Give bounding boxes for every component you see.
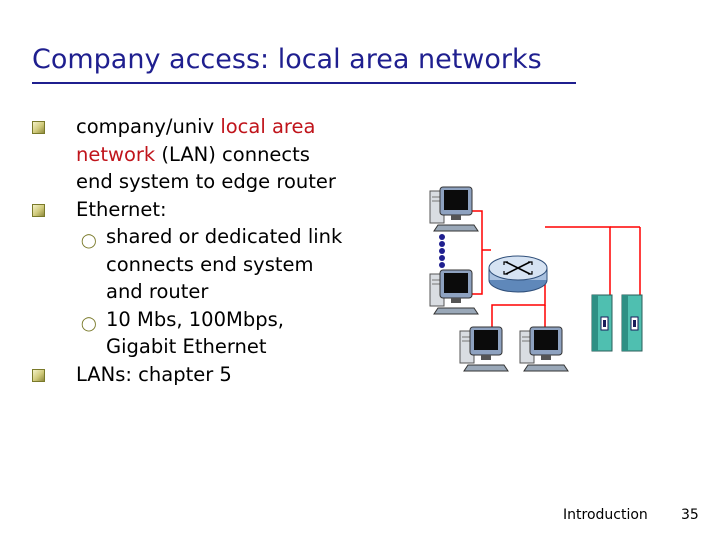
desktop-computer-icon — [459, 326, 509, 372]
bullet-line: 10 Mbs, 100Mbps, — [106, 307, 284, 331]
footer-section-label: Introduction — [563, 507, 648, 523]
bullet-line: connects end system — [106, 252, 314, 276]
server-icon — [621, 294, 643, 352]
bullet-circle-icon: ◯ — [81, 233, 97, 249]
highlight-text: network — [76, 142, 156, 166]
bullet-item-lan: company/univ local area network (LAN) co… — [30, 113, 420, 196]
bullet-line: shared or dedicated link — [106, 225, 343, 248]
bullet-circle-icon: ◯ — [81, 315, 97, 332]
bullet-square-icon — [32, 368, 45, 382]
bullet-line: company/univ local area — [76, 113, 420, 141]
ethernet-hub-icon — [439, 234, 445, 268]
bullet-text: (LAN) connects — [155, 142, 310, 166]
bullet-line: network (LAN) connects — [76, 141, 420, 169]
desktop-computer-icon — [429, 186, 479, 232]
bullet-item-lans: LANs: chapter 5 — [30, 361, 420, 389]
bullet-square-icon — [32, 203, 45, 217]
server-icon — [591, 294, 613, 352]
page-number: 35 — [681, 507, 699, 523]
bullet-line: end system to edge router — [76, 170, 336, 193]
sub-bullet-item: ◯ 10 Mbs, 100Mbps, Gigabit Ethernet — [30, 306, 420, 361]
bullet-line: and router — [106, 280, 209, 303]
bullet-list: company/univ local area network (LAN) co… — [30, 113, 420, 388]
title-underline — [32, 82, 576, 84]
bullet-line: Ethernet: — [76, 197, 167, 221]
bullet-text: company/univ — [76, 115, 221, 138]
slide-title: Company access: local area networks — [32, 44, 542, 75]
sub-bullet-item: ◯ shared or dedicated link connects end … — [30, 223, 420, 306]
bullet-line: Gigabit Ethernet — [106, 335, 267, 358]
network-links — [462, 210, 641, 337]
desktop-computer-icon — [519, 326, 569, 372]
bullet-line: LANs: chapter 5 — [76, 362, 232, 386]
router-icon — [488, 255, 548, 293]
highlight-text: local area — [220, 115, 316, 138]
desktop-computer-icon — [429, 269, 479, 315]
bullet-square-icon — [32, 121, 45, 134]
bullet-item-ethernet: Ethernet: — [30, 196, 420, 224]
